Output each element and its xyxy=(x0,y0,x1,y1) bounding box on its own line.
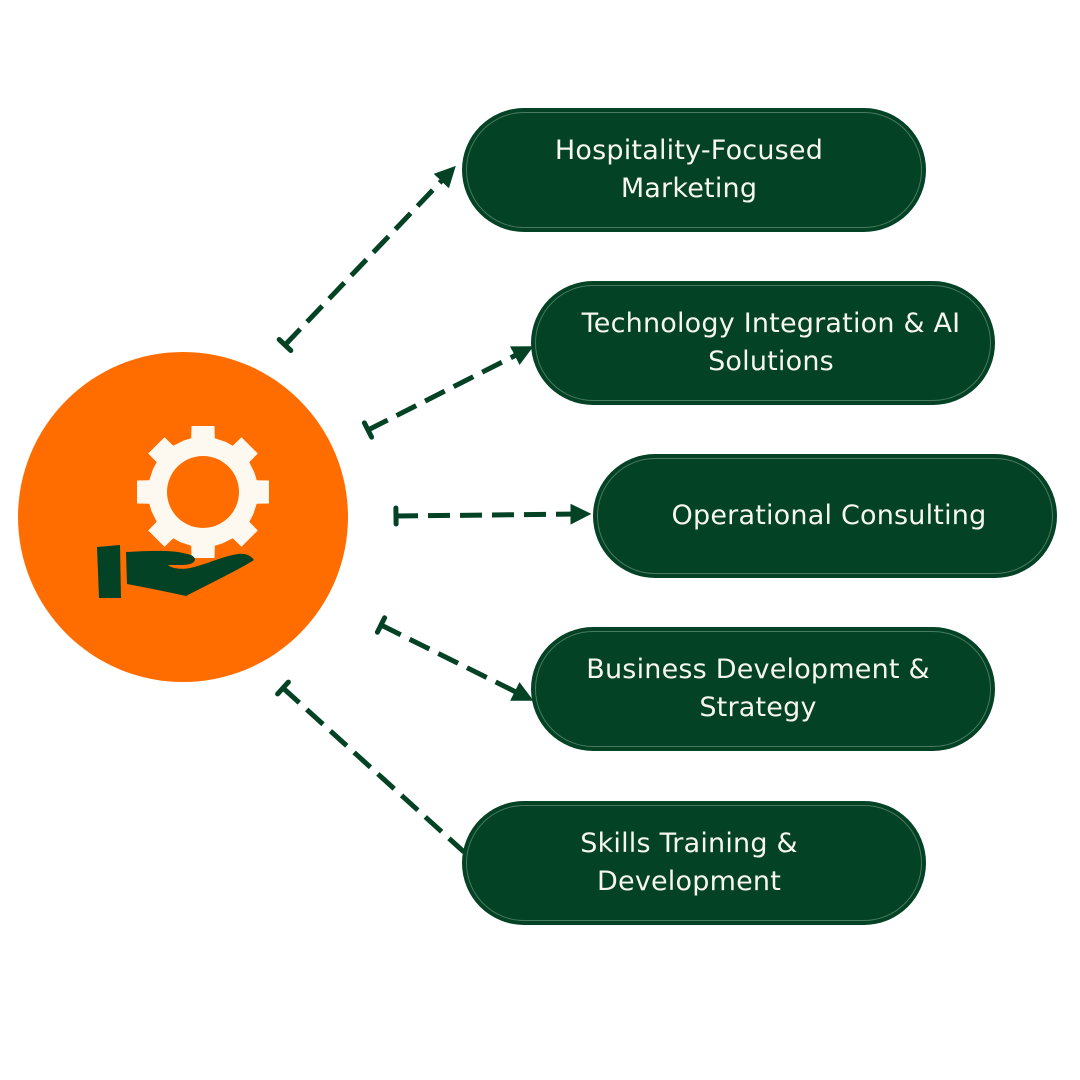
connector-dashed-line xyxy=(283,165,456,347)
service-node-label: Technology Integration & AI Solutions xyxy=(581,308,961,377)
connector-1 xyxy=(361,346,534,440)
hand-icon xyxy=(97,545,254,598)
service-node-label: Operational Consulting xyxy=(671,500,987,531)
service-node-hospitality-marketing[interactable]: Hospitality-Focused Marketing xyxy=(462,108,926,232)
connector-dashed-line xyxy=(379,622,534,701)
connector-2 xyxy=(393,503,592,527)
connector-start-bar xyxy=(276,337,294,353)
gear-on-hand-icon xyxy=(97,426,269,598)
gear-icon xyxy=(137,426,269,558)
service-node-skills-training[interactable]: Skills Training & Development xyxy=(462,801,926,925)
connector-start-bar xyxy=(275,679,291,697)
connector-3 xyxy=(374,615,534,701)
service-node-label: Hospitality-Focused Marketing xyxy=(554,135,824,204)
connector-0 xyxy=(276,165,456,353)
connector-dashed-line xyxy=(281,686,466,854)
connector-start-bar xyxy=(374,615,388,635)
connector-dashed-line xyxy=(366,346,534,433)
service-node-label: Skills Training & Development xyxy=(580,828,798,897)
service-node-operational-consulting[interactable]: Operational Consulting xyxy=(593,454,1057,578)
connector-4 xyxy=(275,679,466,854)
hub-circle xyxy=(18,352,348,682)
service-node-technology-ai[interactable]: Technology Integration & AI Solutions xyxy=(531,281,995,405)
connector-dashed-line xyxy=(395,503,592,525)
service-node-label: Business Development & Strategy xyxy=(586,654,930,723)
connector-start-bar xyxy=(361,420,375,440)
service-node-business-development[interactable]: Business Development & Strategy xyxy=(531,627,995,751)
